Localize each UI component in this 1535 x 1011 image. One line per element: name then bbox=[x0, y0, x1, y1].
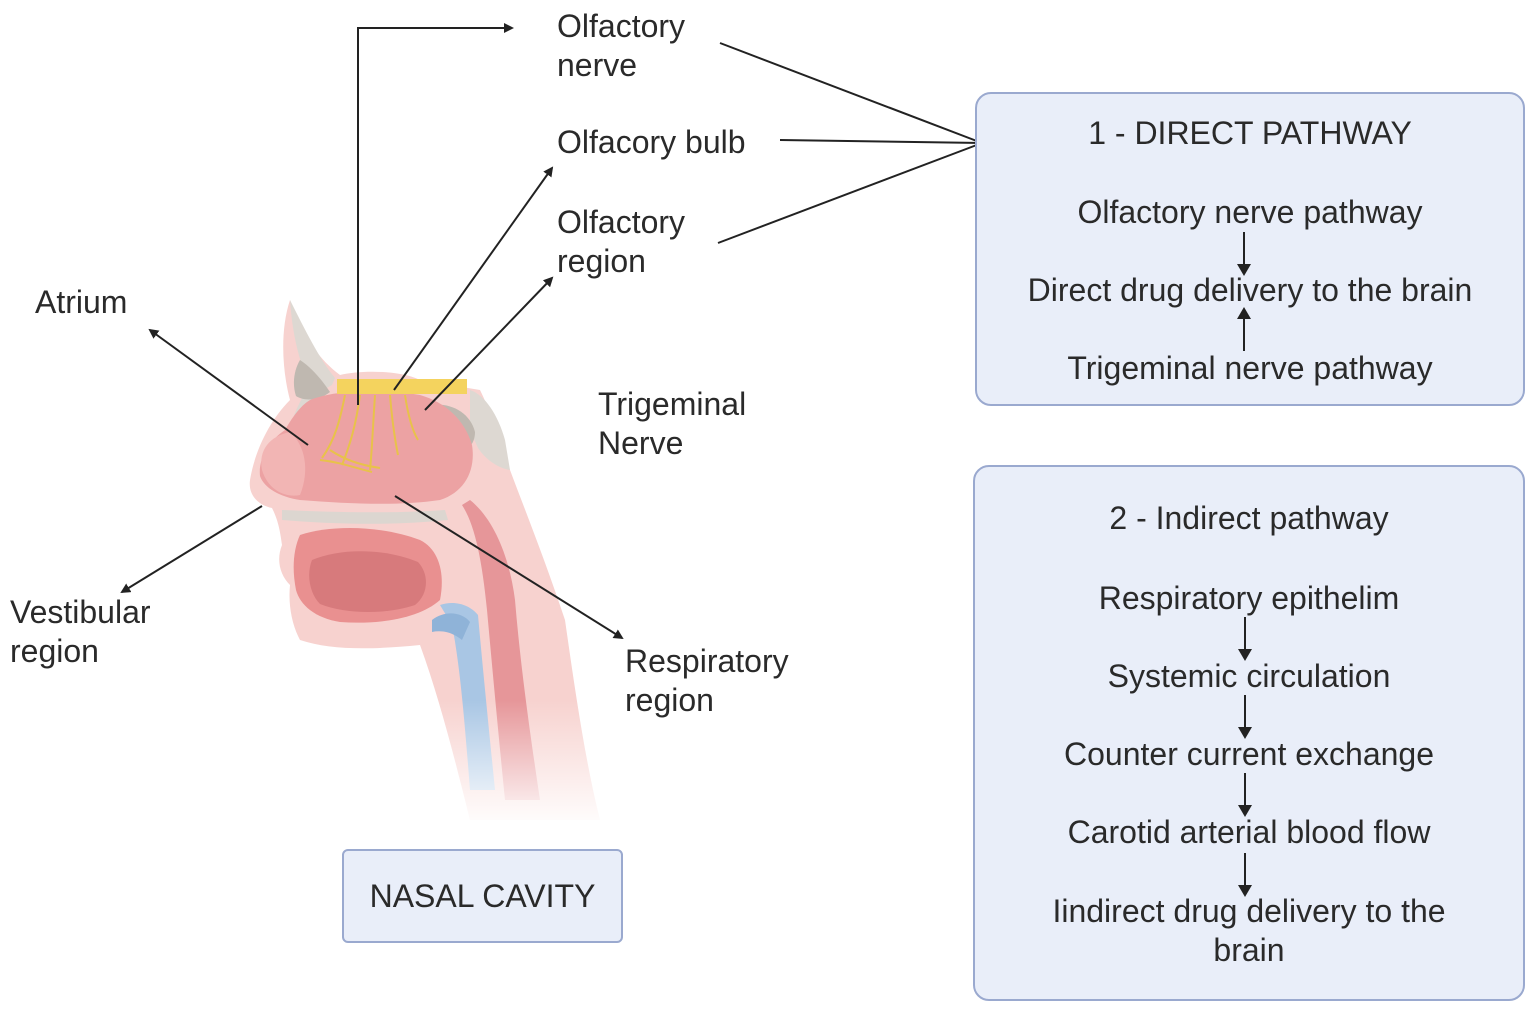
respiratory-region-label-line2: region bbox=[625, 682, 714, 718]
olfactory-region-arrow bbox=[424, 276, 554, 411]
sphenoid-bone bbox=[470, 390, 510, 470]
atrium-area bbox=[261, 432, 306, 496]
olfactory-nerve-arrow bbox=[357, 23, 514, 405]
indirect-pathway-step-2: Systemic circulation bbox=[1107, 658, 1391, 694]
vestibular-arrow bbox=[120, 505, 263, 594]
indirect-down-arrow-1 bbox=[1238, 617, 1252, 661]
direct-pathway-step-2: Direct drug delivery to the brain bbox=[1027, 272, 1473, 308]
olfactory-nerve-label-line2: nerve bbox=[557, 47, 638, 83]
indirect-pathway-box: 2 - Indirect pathway Respiratory epithel… bbox=[973, 465, 1525, 1001]
vestibular-region-label: Vestibular region bbox=[10, 593, 151, 671]
nasal-cavity-box: NASAL CAVITY bbox=[342, 849, 623, 943]
indirect-pathway-step-1: Respiratory epithelim bbox=[1098, 580, 1400, 616]
nasal-cavity-box-label: NASAL CAVITY bbox=[369, 877, 596, 914]
trigeminal-nerve-label-line2: Nerve bbox=[598, 425, 684, 461]
direct-pathway-title: 1 - DIRECT PATHWAY bbox=[1088, 115, 1412, 151]
epiglottis bbox=[432, 613, 470, 640]
cribriform-plate bbox=[337, 379, 467, 394]
tongue bbox=[309, 551, 426, 613]
indirect-pathway-title: 2 - Indirect pathway bbox=[1109, 500, 1389, 536]
indirect-down-arrow-3 bbox=[1238, 773, 1252, 817]
frontal-sinus bbox=[293, 360, 330, 400]
indirect-pathway-step-4: Carotid arterial blood flow bbox=[1067, 814, 1431, 850]
indirect-pathway-step-5-line1: Iindirect drug delivery to the bbox=[1052, 893, 1446, 929]
atrium-label: Atrium bbox=[35, 284, 128, 320]
region-to-direct-line bbox=[717, 142, 983, 244]
direct-up-arrow-1 bbox=[1237, 307, 1251, 351]
direct-pathway-step-1: Olfactory nerve pathway bbox=[1077, 194, 1423, 230]
indirect-down-arrow-4 bbox=[1238, 853, 1252, 897]
trigeminal-nerve-label: Trigeminal Nerve bbox=[598, 385, 746, 463]
respiratory-region-label-line1: Respiratory bbox=[625, 643, 789, 679]
direct-down-arrow-1 bbox=[1237, 232, 1251, 276]
indirect-pathway-step-5-line2: brain bbox=[1213, 932, 1285, 968]
vestibular-region-label-line1: Vestibular bbox=[10, 594, 151, 630]
olfactory-bulb-label: Olfacory bulb bbox=[557, 124, 746, 160]
trigeminal-nerve-label-line1: Trigeminal bbox=[598, 386, 747, 422]
bulb-to-direct-line bbox=[779, 139, 983, 144]
nerve-to-direct-line bbox=[719, 42, 983, 144]
indirect-pathway-step-3: Counter current exchange bbox=[1064, 736, 1434, 772]
indirect-down-arrow-2 bbox=[1238, 695, 1252, 739]
hard-palate bbox=[282, 510, 448, 524]
respiratory-region-label: Respiratory region bbox=[625, 642, 789, 720]
olfactory-nerve-label-line1: Olfactory bbox=[557, 8, 686, 44]
olfactory-nerve-label: Olfactory nerve bbox=[557, 7, 685, 85]
olfactory-region-label: Olfactory region bbox=[557, 203, 685, 281]
respiratory-arrow bbox=[394, 495, 624, 640]
olfactory-bulb-arrow bbox=[393, 166, 554, 391]
vestibular-region-label-line2: region bbox=[10, 633, 99, 669]
atrium-arrow bbox=[148, 328, 309, 446]
olfactory-region-label-line2: region bbox=[557, 243, 646, 279]
olfactory-region-label-line1: Olfactory bbox=[557, 204, 686, 240]
nasal-cavity bbox=[259, 390, 473, 504]
illustration-fade bbox=[240, 700, 620, 830]
direct-pathway-step-3: Trigeminal nerve pathway bbox=[1067, 350, 1433, 386]
direct-pathway-box: 1 - DIRECT PATHWAY Olfactory nerve pathw… bbox=[975, 92, 1525, 406]
